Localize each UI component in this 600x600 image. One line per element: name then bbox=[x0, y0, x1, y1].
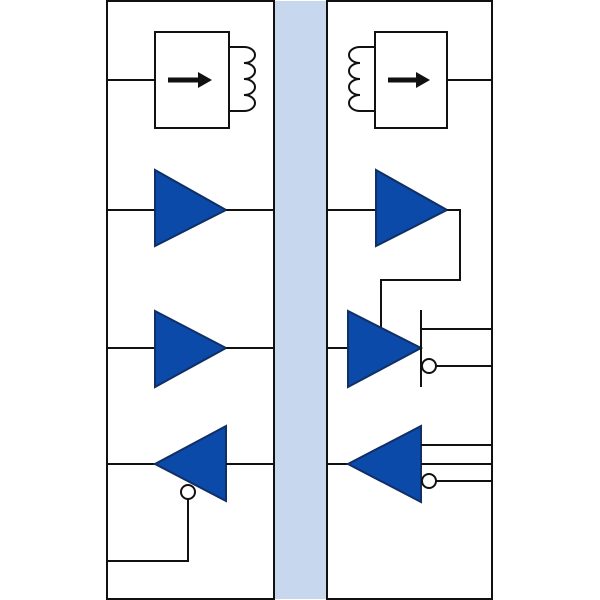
triangle-buffer-icon bbox=[347, 309, 424, 389]
left-buffer-row4 bbox=[107, 424, 274, 562]
right-die-outline bbox=[326, 0, 493, 600]
left-coupler bbox=[107, 31, 256, 129]
right-buffer-row3 bbox=[327, 309, 492, 389]
triangle-buffer-icon bbox=[154, 309, 229, 389]
inversion-bubble-icon bbox=[421, 473, 437, 489]
isolation-barrier bbox=[274, 1, 327, 599]
inversion-bubble-icon bbox=[421, 358, 437, 374]
triangle-buffer-icon bbox=[345, 424, 422, 504]
triangle-buffer-icon bbox=[154, 168, 229, 248]
coil-icon bbox=[348, 46, 375, 112]
left-die-outline bbox=[106, 0, 275, 600]
triangle-buffer-icon bbox=[375, 168, 450, 248]
inversion-bubble-icon bbox=[180, 484, 196, 500]
coil-icon bbox=[229, 46, 256, 112]
right-buffer-row4 bbox=[327, 424, 492, 504]
right-coupler bbox=[348, 31, 492, 129]
right-arrow-icon bbox=[168, 72, 212, 88]
right-arrow-icon bbox=[388, 72, 430, 88]
right-buffer-row2 bbox=[327, 168, 461, 330]
left-buffer-row2 bbox=[107, 168, 274, 248]
left-buffer-row3 bbox=[107, 309, 274, 389]
